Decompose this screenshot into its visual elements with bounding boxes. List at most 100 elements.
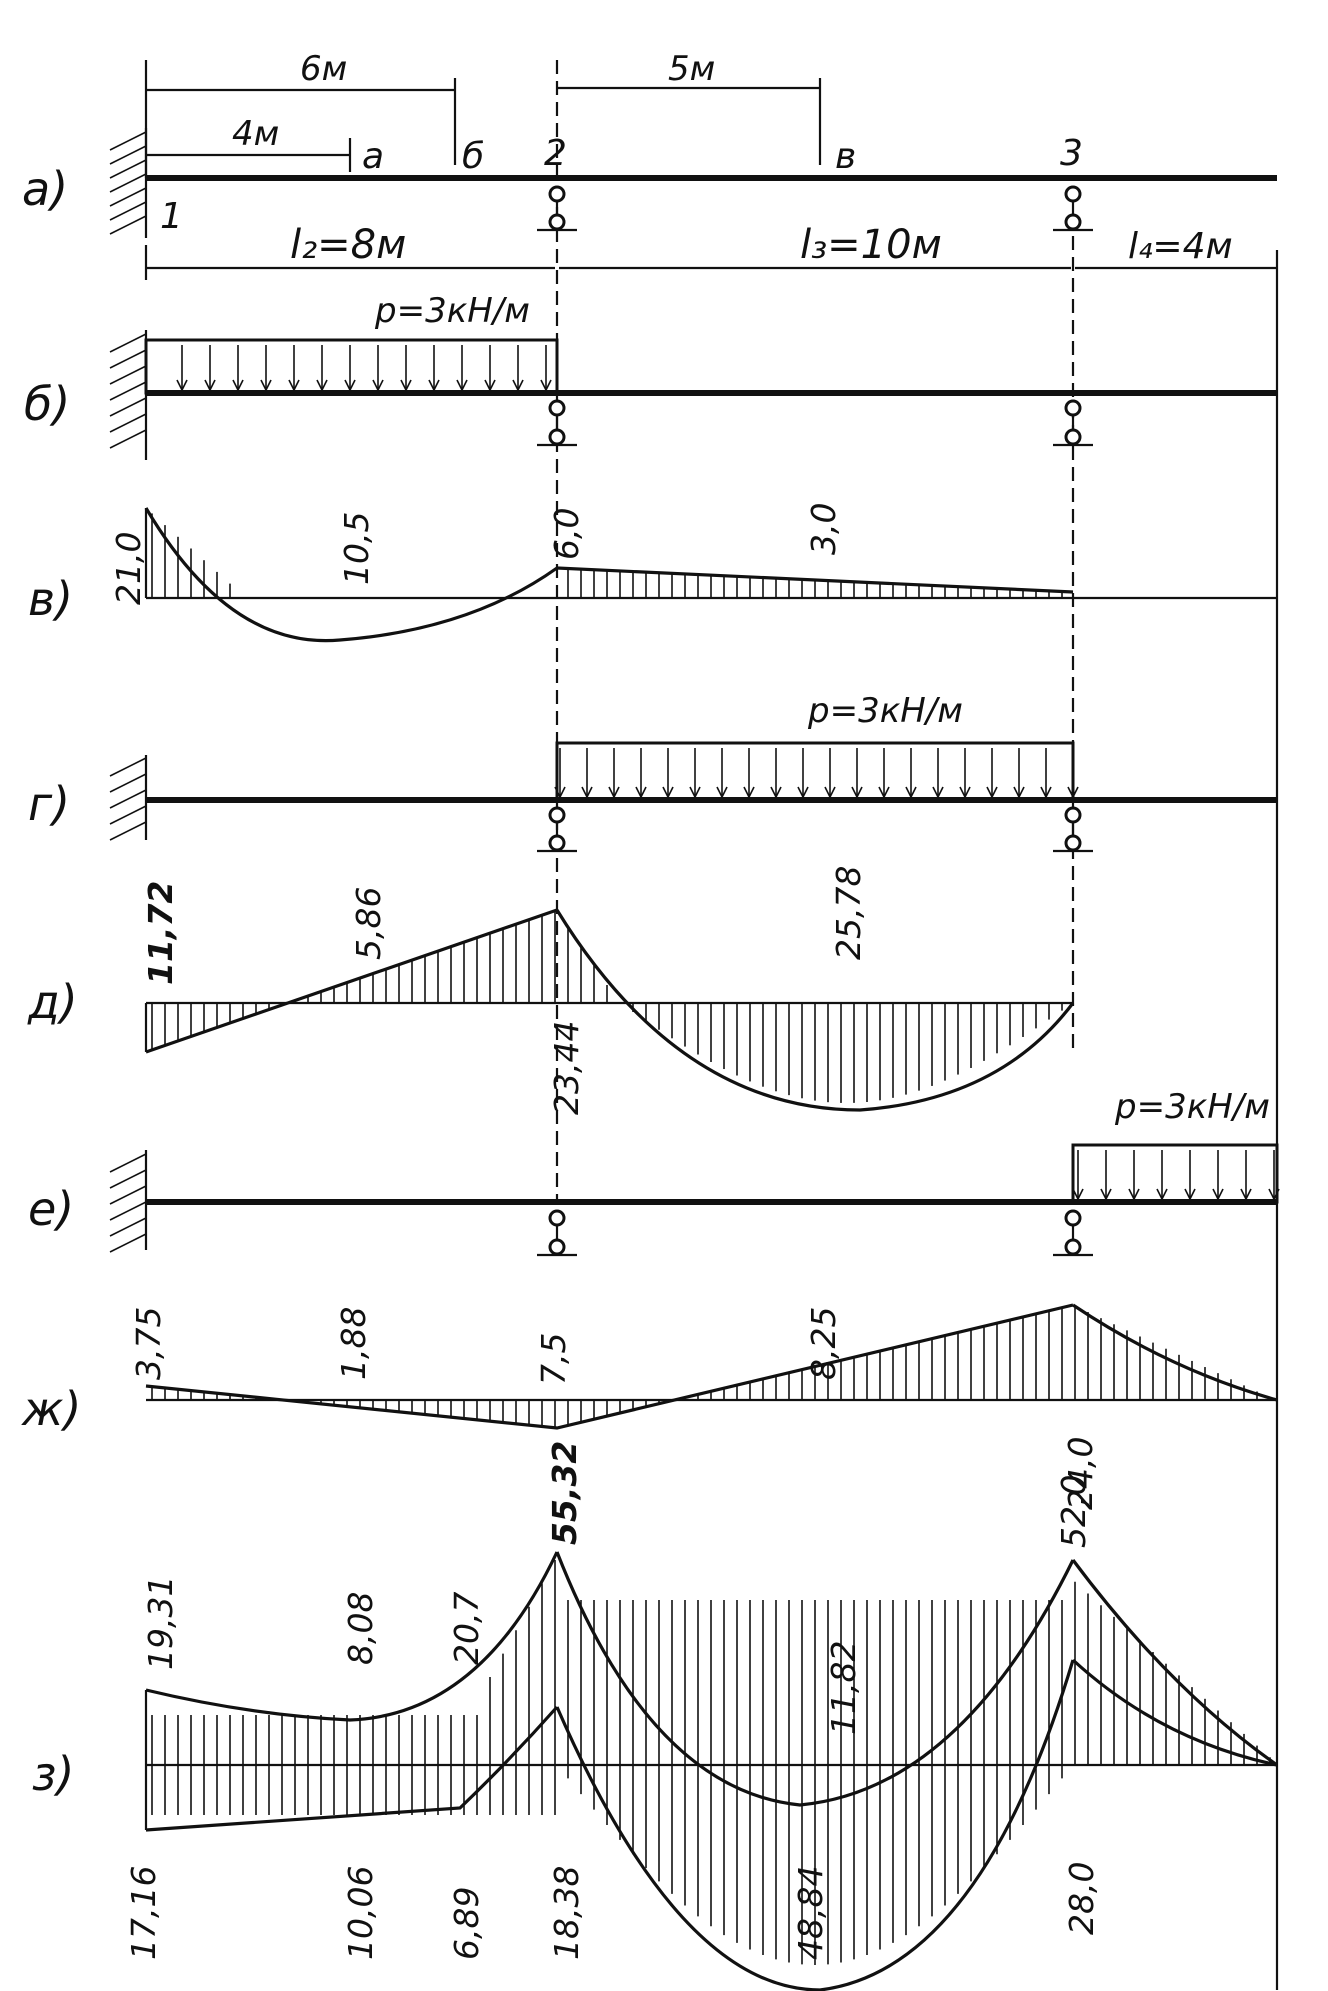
load-arrow-head xyxy=(288,379,295,391)
load-arrow-head xyxy=(1045,786,1052,798)
node-2: 2 xyxy=(544,133,567,174)
envelope-max-cantilever xyxy=(1071,1559,1278,1767)
load-arrow-head xyxy=(905,786,912,798)
load-arrow-head xyxy=(581,786,588,798)
support-3-a xyxy=(1053,185,1093,232)
support-2-e xyxy=(537,1209,577,1257)
load-arrow-head xyxy=(461,379,468,391)
load-arrow-head xyxy=(932,786,939,798)
support-3-b xyxy=(1053,399,1093,447)
load-arrow-head xyxy=(856,786,863,798)
load-arrow-head xyxy=(1018,786,1025,798)
load-arrow-head xyxy=(824,786,831,798)
load-arrow-head xyxy=(344,379,351,391)
load-arrow-head xyxy=(770,786,777,798)
load-arrow-head xyxy=(204,379,211,391)
value-z-10-06: 10,06 xyxy=(341,1866,380,1960)
value-v-6: 6,0 xyxy=(547,508,586,560)
load-arrow-head xyxy=(802,786,809,798)
load-block-b xyxy=(144,338,559,395)
load-arrow-head xyxy=(512,379,519,391)
value-z-8-08: 8,08 xyxy=(341,1592,380,1665)
value-d-5-86: 5,86 xyxy=(349,887,388,960)
load-arrow-head xyxy=(1072,1188,1079,1200)
load-arrow-head xyxy=(1273,1188,1280,1200)
load-arrow-head xyxy=(232,379,239,391)
load-arrow-head xyxy=(775,786,782,798)
load-arrow-head xyxy=(1077,1188,1084,1200)
value-zh-3-75: 3,75 xyxy=(129,1307,168,1380)
load-arrow-head xyxy=(743,786,750,798)
load-arrow-head xyxy=(265,379,272,391)
load-arrows-b xyxy=(176,345,552,391)
load-arrow-head xyxy=(613,786,620,798)
value-zh-24: 24,0 xyxy=(1061,1437,1100,1510)
support-3-e xyxy=(1053,1209,1093,1257)
load-arrow-head xyxy=(209,379,216,391)
panel-label-b: б) xyxy=(24,377,70,431)
load-arrow-head xyxy=(640,786,647,798)
load-arrow-head xyxy=(433,379,440,391)
load-arrow-head xyxy=(883,786,890,798)
value-zh-8-25: 8,25 xyxy=(804,1307,843,1380)
load-arrow-head xyxy=(1133,1188,1140,1200)
value-z-55-32: 55,32 xyxy=(545,1441,584,1545)
panel-g: г) р=3кН/м xyxy=(28,691,1277,853)
load-arrow-head xyxy=(517,379,524,391)
value-z-52: 52,0 xyxy=(1054,1475,1093,1548)
load-arrow-head xyxy=(1217,1188,1224,1200)
dim-5m: 5м xyxy=(668,49,715,89)
load-arrow-head xyxy=(1156,1188,1163,1200)
load-label-b: р=3кН/м xyxy=(374,291,530,331)
panel-z: з) 19,31 8,08 20,7 55,32 11,82 52,0 17,1… xyxy=(32,1441,1278,1991)
value-z-28: 28,0 xyxy=(1062,1862,1101,1935)
value-d-11-72: 11,72 xyxy=(141,881,180,985)
load-arrow-head xyxy=(1128,1188,1135,1200)
load-arrow-head xyxy=(694,786,701,798)
support-2-g xyxy=(537,806,577,853)
value-z-19-31: 19,31 xyxy=(141,1576,180,1670)
load-arrow-head xyxy=(372,379,379,391)
value-d-23-44: 23,44 xyxy=(547,1021,586,1115)
panel-label-z: з) xyxy=(32,1747,74,1801)
hatch-d xyxy=(151,910,1063,1103)
panel-label-zh: ж) xyxy=(21,1382,81,1436)
load-label-g: р=3кН/м xyxy=(807,691,963,731)
panel-label-v: в) xyxy=(28,572,73,626)
load-arrow-head xyxy=(1040,786,1047,798)
curve-v-span3 xyxy=(556,566,1074,594)
panel-a: а) 6м 4м 5м а б 2 в 3 1 xyxy=(22,49,1279,1990)
load-arrow-head xyxy=(1212,1188,1219,1200)
load-arrow-head xyxy=(237,379,244,391)
panel-e: е) р=3кН/м xyxy=(28,1087,1280,1257)
value-d-25-78: 25,78 xyxy=(829,866,868,960)
load-arrow-head xyxy=(1268,1188,1275,1200)
load-arrow-head xyxy=(959,786,966,798)
load-arrow-head xyxy=(878,786,885,798)
load-arrow-head xyxy=(260,379,267,391)
curve-d-span2 xyxy=(145,908,558,1054)
panel-label-g: г) xyxy=(28,777,70,831)
load-arrows-g xyxy=(554,748,1079,798)
curve-d-span3 xyxy=(555,909,1075,1112)
value-v-10-5: 10,5 xyxy=(337,512,376,585)
panel-zh: ж) 3,75 1,88 7,5 8,25 24,0 xyxy=(21,1303,1278,1510)
load-arrow-head xyxy=(484,379,491,391)
load-arrow-head xyxy=(489,379,496,391)
load-arrow-head xyxy=(667,786,674,798)
node-1: 1 xyxy=(160,196,183,237)
load-arrow-head xyxy=(721,786,728,798)
load-arrow-head xyxy=(545,379,552,391)
load-arrow-head xyxy=(1105,1188,1112,1200)
value-v-21: 21,0 xyxy=(109,532,148,605)
value-z-20-7: 20,7 xyxy=(447,1592,486,1665)
panel-label-a: а) xyxy=(22,162,68,216)
envelope-min-span2 xyxy=(145,1705,559,1832)
value-z-18-38: 18,38 xyxy=(547,1866,586,1960)
node-3: 3 xyxy=(1060,133,1083,174)
wall-hatch-e xyxy=(109,1153,147,1253)
envelope-min-span3 xyxy=(555,1659,1075,1991)
load-arrow-head xyxy=(1100,1188,1107,1200)
span-l3: l₃=10м xyxy=(800,222,942,268)
load-arrow-head xyxy=(400,379,407,391)
